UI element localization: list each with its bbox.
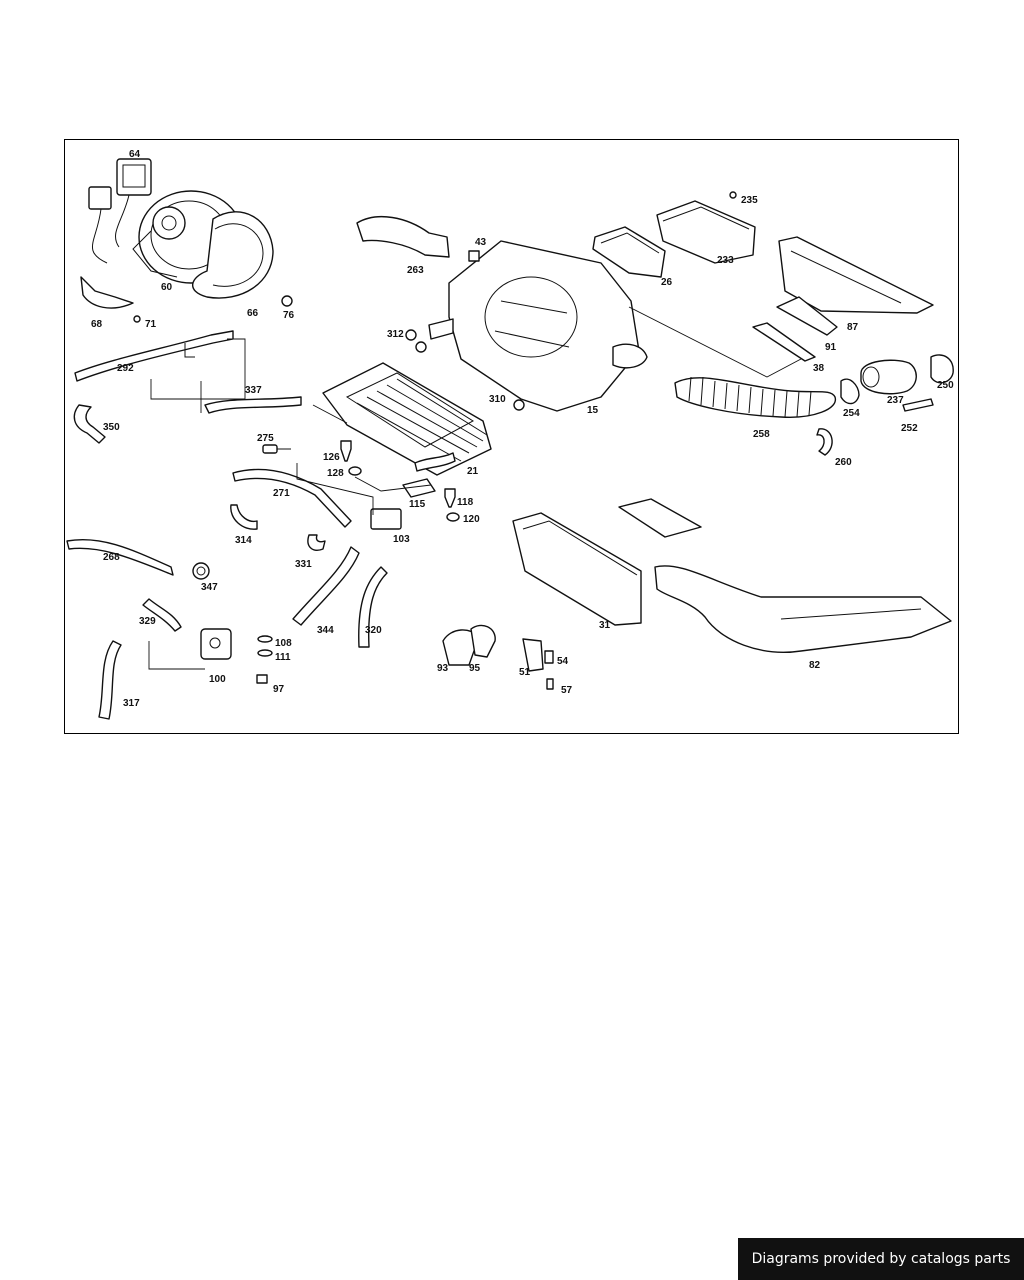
callout: 233 (717, 255, 734, 266)
callout: 317 (123, 698, 140, 709)
coolant-hoses (66, 330, 388, 720)
callout: 97 (273, 684, 285, 695)
callout: 344 (317, 625, 334, 636)
credit-banner: Diagrams provided by catalogs parts (738, 1238, 1024, 1280)
heater-core (322, 362, 492, 476)
callout: 310 (489, 394, 506, 405)
callout: 254 (843, 408, 860, 419)
aspirator-assembly (840, 354, 954, 412)
callout: 347 (201, 582, 218, 593)
callout: 118 (457, 497, 474, 508)
callout: 250 (937, 380, 954, 391)
fasteners (262, 440, 460, 522)
callout: 100 (209, 674, 226, 685)
callout: 95 (469, 663, 481, 674)
callout: 126 (323, 452, 340, 463)
callout: 91 (825, 342, 837, 353)
callout: 76 (283, 310, 295, 321)
defroster-ducts (752, 236, 934, 362)
callout: 43 (475, 237, 487, 248)
callout: 54 (557, 656, 569, 667)
air-vents (592, 191, 756, 278)
callout: 51 (519, 667, 531, 678)
small-clips (442, 624, 554, 690)
callout: 320 (365, 625, 382, 636)
callout: 275 (257, 433, 274, 444)
ring-76 (281, 295, 293, 307)
callout: 331 (295, 559, 312, 570)
bracket-68 (80, 276, 134, 309)
parts-diagram: 64 60 66 76 68 71 292 337 350 263 43 312… (64, 139, 959, 734)
callout: 31 (599, 620, 611, 631)
callout: 57 (561, 685, 573, 696)
callout: 115 (409, 499, 426, 510)
callout: 66 (247, 308, 259, 319)
callout: 15 (587, 405, 599, 416)
blower-motor-assembly (88, 158, 274, 299)
callout: 350 (103, 422, 120, 433)
callout: 268 (103, 552, 120, 563)
callout: 314 (235, 535, 252, 546)
callout: 120 (463, 514, 480, 525)
callout: 252 (901, 423, 918, 434)
callout: 87 (847, 322, 859, 333)
callout: 108 (275, 638, 292, 649)
leader-lines (148, 306, 802, 670)
lower-ducts (512, 498, 952, 653)
callout: 237 (887, 395, 904, 406)
callout: 82 (809, 660, 821, 671)
callout: 337 (245, 385, 262, 396)
callout: 68 (91, 319, 103, 330)
callout-labels: 64 60 66 76 68 71 292 337 350 263 43 312… (91, 149, 954, 709)
callout: 71 (145, 319, 157, 330)
callout: 235 (741, 195, 758, 206)
exploded-view-drawing: 64 60 66 76 68 71 292 337 350 263 43 312… (66, 149, 954, 720)
callout: 60 (161, 282, 173, 293)
callout: 329 (139, 616, 156, 627)
callout: 271 (273, 488, 290, 499)
callout: 292 (117, 363, 134, 374)
callout: 128 (327, 468, 344, 479)
heater-housing (356, 216, 648, 412)
callout: 312 (387, 329, 404, 340)
screw-71 (133, 315, 141, 323)
callout: 263 (407, 265, 424, 276)
callout: 258 (753, 429, 770, 440)
callout: 26 (661, 277, 673, 288)
callout: 21 (467, 466, 479, 477)
callout: 93 (437, 663, 449, 674)
corrugated-hose (674, 376, 836, 456)
callout: 260 (835, 457, 852, 468)
callout: 64 (129, 149, 141, 160)
water-valves (200, 508, 402, 684)
callout: 103 (393, 534, 410, 545)
callout: 111 (275, 652, 291, 663)
callout: 38 (813, 363, 825, 374)
